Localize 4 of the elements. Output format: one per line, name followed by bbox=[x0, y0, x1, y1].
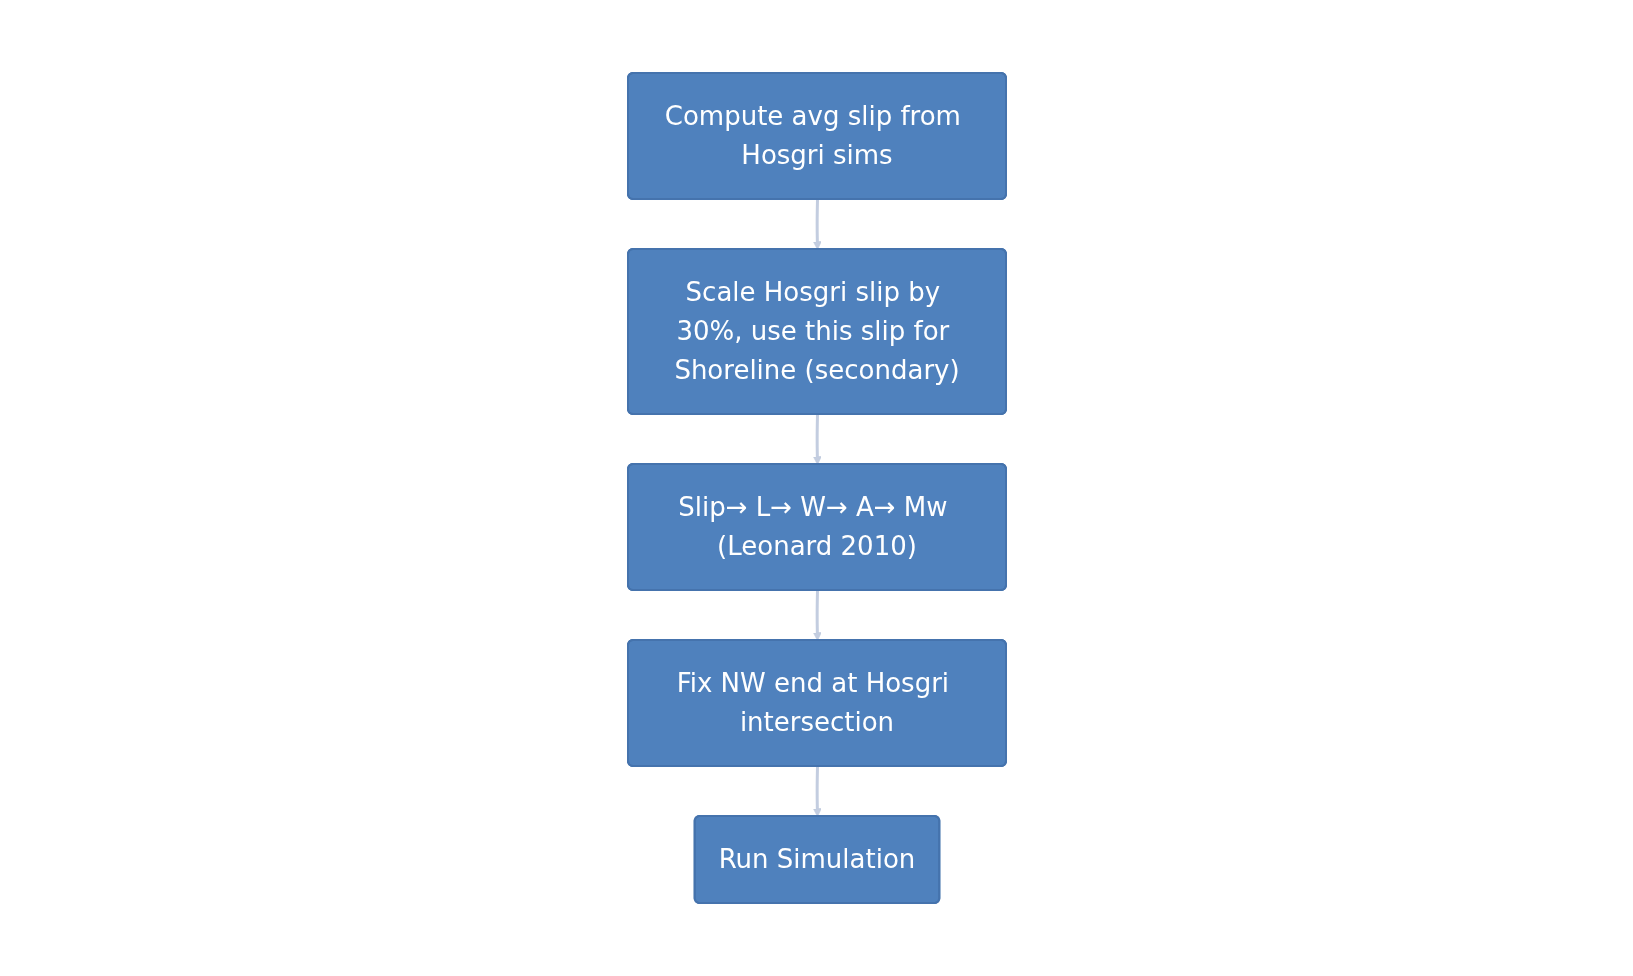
arrow bbox=[812, 766, 822, 817]
arrow bbox=[812, 414, 822, 465]
arrow bbox=[812, 590, 822, 641]
arrow bbox=[812, 199, 822, 250]
